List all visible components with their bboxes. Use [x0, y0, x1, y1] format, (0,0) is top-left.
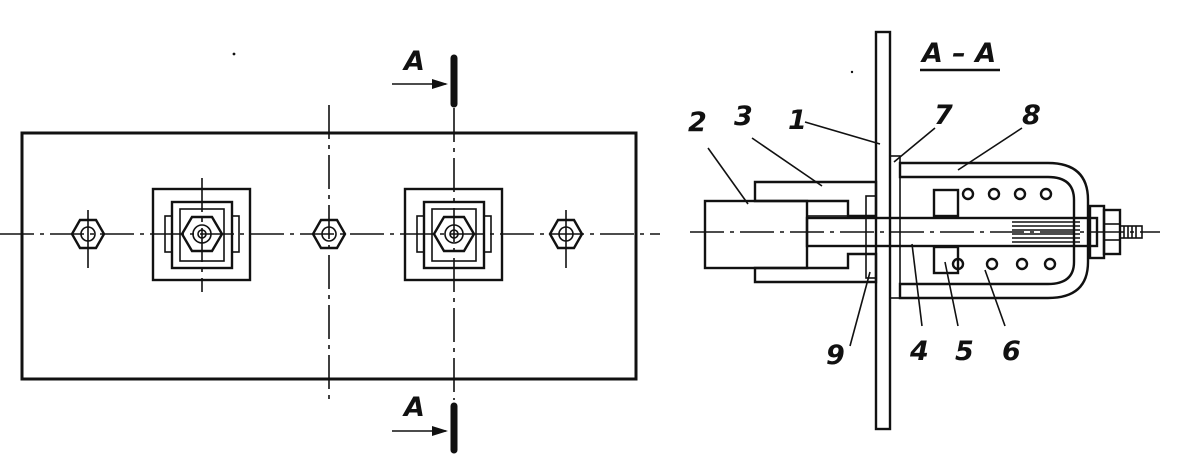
cap-part-8: [898, 161, 1090, 300]
plan-view: A A: [0, 46, 660, 454]
callout-9: 9: [826, 340, 845, 371]
callout-2: 2: [688, 107, 707, 138]
clamp-assembly-left: [151, 187, 252, 282]
callout-3: 3: [734, 101, 753, 132]
callout-7: 7: [934, 100, 953, 131]
leader-lines: [707, 121, 1023, 347]
callout-8: 8: [1022, 100, 1041, 131]
plate-part-1: [874, 30, 892, 431]
callout-4: 4: [909, 336, 929, 367]
end-nut: [1088, 204, 1143, 260]
section-cut-marker-top: A: [392, 46, 458, 108]
callout-1: 1: [788, 105, 807, 136]
cut-letter-bottom: A: [402, 392, 425, 423]
callout-6: 6: [1002, 336, 1021, 367]
small-nut-right: [548, 210, 584, 268]
small-nut-left: [70, 210, 106, 268]
section-title: A – A: [920, 38, 996, 69]
cut-letter-top: A: [402, 46, 425, 77]
section-cut-marker-bottom: A: [392, 392, 458, 454]
rod-threads: [1012, 221, 1080, 243]
clamp-assembly-right: [403, 187, 504, 282]
speck: [232, 52, 236, 56]
callout-5: 5: [955, 336, 974, 367]
section-view: A – A: [688, 30, 1160, 431]
washer-part-7: [889, 155, 901, 299]
spring-part-6: [951, 187, 1057, 271]
insulator-part-2: [703, 199, 809, 270]
speck: [850, 70, 854, 74]
washer-part-9: [865, 195, 877, 279]
small-nut-middle: [311, 218, 347, 250]
